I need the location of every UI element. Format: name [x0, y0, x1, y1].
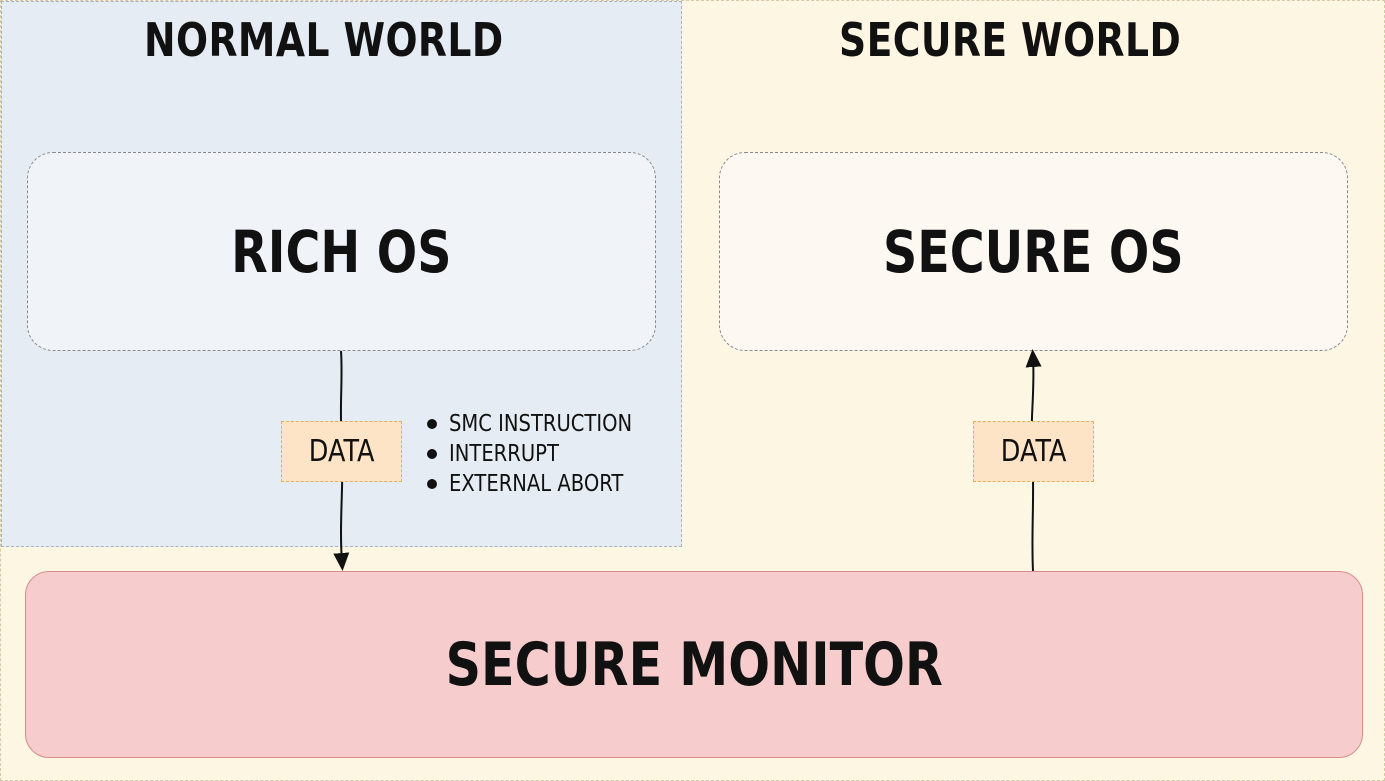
secure-world-title: SECURE WORLD [839, 13, 1182, 67]
trigger-text: EXTERNAL ABORT [449, 471, 624, 497]
secure-monitor-label: SECURE MONITOR [445, 629, 943, 700]
rich-os-box: RICH OS [27, 152, 656, 351]
data-label-normal: DATA [308, 434, 375, 469]
secure-os-label: SECURE OS [883, 217, 1184, 286]
secure-monitor-box: SECURE MONITOR [25, 571, 1363, 758]
trigger-item: INTERRUPT [423, 439, 664, 469]
trigger-item: EXTERNAL ABORT [423, 469, 664, 499]
data-box-normal: DATA [281, 421, 402, 482]
data-box-secure: DATA [973, 421, 1094, 482]
world-switch-triggers-list: SMC INSTRUCTION INTERRUPT EXTERNAL ABORT [423, 409, 664, 499]
secure-os-box: SECURE OS [719, 152, 1348, 351]
bullet-icon [427, 479, 437, 489]
trigger-text: INTERRUPT [449, 441, 559, 467]
rich-os-label: RICH OS [231, 217, 452, 286]
bullet-icon [427, 419, 437, 429]
normal-world-title: NORMAL WORLD [144, 13, 504, 67]
trigger-text: SMC INSTRUCTION [449, 411, 633, 437]
trigger-item: SMC INSTRUCTION [423, 409, 664, 439]
data-label-secure: DATA [1000, 434, 1067, 469]
bullet-icon [427, 449, 437, 459]
